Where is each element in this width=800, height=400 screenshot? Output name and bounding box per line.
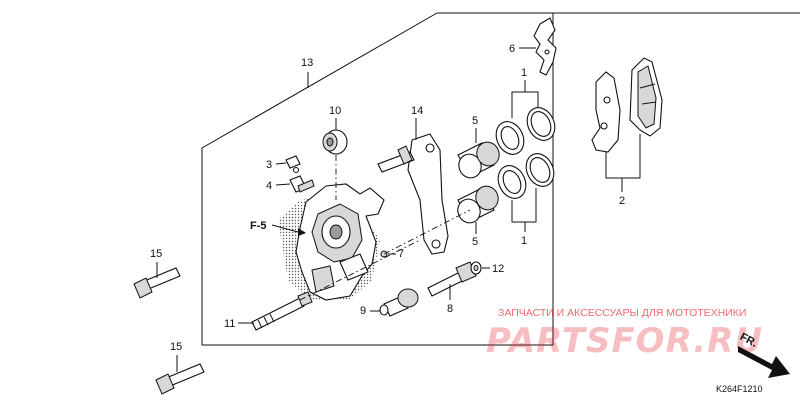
callout-6: 6: [509, 43, 515, 55]
piston-seals-upper: [495, 107, 556, 155]
callout-5-top: 5: [472, 115, 478, 127]
mounting-bolt-upper: [133, 267, 181, 299]
slide-pin: [427, 261, 477, 297]
piston-seals-lower: [497, 153, 555, 199]
front-direction-arrow: [738, 346, 790, 378]
caliper-bracket: [377, 133, 449, 255]
caliper-slide-pin: [379, 288, 419, 317]
callout-10: 10: [329, 105, 341, 117]
callout-8: 8: [447, 303, 453, 315]
callout-5-bottom: 5: [472, 236, 478, 248]
callout-14: 14: [411, 105, 423, 117]
callout-4: 4: [266, 180, 272, 192]
caliper-body: [278, 183, 385, 301]
ref-f5: F-5: [250, 220, 267, 232]
brake-pad-front: [629, 57, 663, 137]
callout-11: 11: [224, 318, 235, 330]
diagram-code: K264F1210: [716, 384, 763, 394]
callout-15-top: 15: [150, 248, 162, 260]
callout-12: 12: [492, 263, 504, 275]
brake-pad-rear: [591, 71, 621, 153]
callout-7: 7: [398, 248, 404, 260]
callout-1-bottom: 1: [521, 235, 527, 247]
callout-15-bottom: 15: [170, 341, 182, 353]
bleeder-screw: [289, 175, 315, 193]
caliper-bolt-long: [251, 291, 313, 331]
pad-spring: [533, 17, 557, 76]
callout-2: 2: [619, 195, 625, 207]
mounting-bolt-lower: [155, 363, 205, 395]
callout-1-top: 1: [521, 67, 527, 79]
watermark-tagline: ЗАПЧАСТИ И АКСЕССУАРЫ ДЛЯ МОТОТЕХНИКИ: [498, 307, 746, 319]
callout-3: 3: [266, 159, 272, 171]
watermark-brand: PARTSFOR.RU: [486, 321, 763, 361]
callout-9: 9: [360, 305, 366, 317]
callout-13: 13: [301, 57, 313, 69]
piston-upper: [457, 141, 500, 179]
pin-washer: [470, 261, 482, 275]
dust-boot: [322, 129, 348, 155]
bleeder-cap: [285, 155, 301, 174]
piston-lower: [457, 185, 499, 224]
